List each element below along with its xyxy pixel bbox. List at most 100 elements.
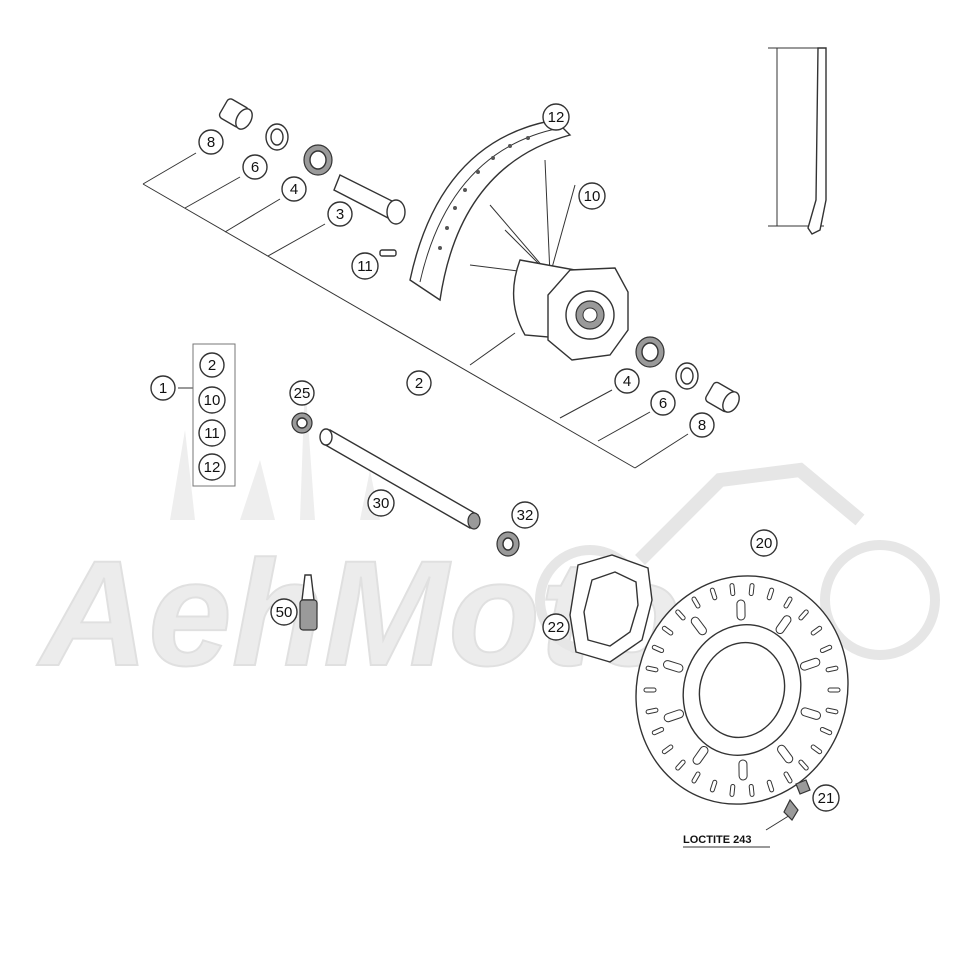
svg-text:4: 4 bbox=[623, 373, 631, 390]
part-hub bbox=[512, 259, 629, 361]
disc-spoke-cutout bbox=[800, 707, 822, 720]
callout-32: 32 bbox=[511, 501, 539, 529]
kit-bracket bbox=[192, 343, 236, 487]
leader-lines bbox=[142, 152, 796, 848]
disc-slot bbox=[661, 625, 674, 636]
part-axle-nut bbox=[496, 531, 520, 557]
disc-slot bbox=[825, 665, 839, 673]
callout-6-bottom: 6 bbox=[650, 390, 676, 416]
part-bearing-bottom bbox=[635, 336, 665, 368]
svg-text:6: 6 bbox=[251, 159, 259, 176]
callout-12: 12 bbox=[542, 103, 570, 131]
disc-slot bbox=[651, 644, 665, 654]
svg-text:8: 8 bbox=[698, 417, 706, 434]
disc-spoke-cutout bbox=[775, 615, 792, 635]
part-disc-screw bbox=[783, 779, 811, 821]
callout-11: 11 bbox=[351, 252, 379, 280]
callout-25: 25 bbox=[289, 380, 315, 406]
svg-text:1: 1 bbox=[159, 380, 167, 397]
disc-slot bbox=[643, 687, 657, 693]
part-spoke-nipple bbox=[379, 249, 397, 257]
disc-spoke-cutout bbox=[663, 709, 685, 723]
svg-text:22: 22 bbox=[548, 619, 565, 636]
disc-slot bbox=[645, 707, 659, 715]
disc-slot bbox=[729, 783, 736, 797]
callout-2: 2 bbox=[406, 370, 432, 396]
disc-spoke-cutout bbox=[799, 657, 821, 671]
disc-spoke-cutout bbox=[662, 660, 684, 673]
disc-slot bbox=[661, 744, 674, 755]
disc-slot bbox=[675, 759, 686, 771]
callout-50: 50 bbox=[270, 598, 298, 626]
callout-22: 22 bbox=[542, 613, 570, 641]
disc-slot bbox=[827, 687, 841, 693]
disc-slot bbox=[748, 583, 755, 597]
callout-21: 21 bbox=[812, 784, 840, 812]
loctite-note: LOCTITE 243 bbox=[683, 834, 751, 846]
disc-slot bbox=[766, 587, 775, 601]
callout-8-top: 8 bbox=[198, 129, 224, 155]
disc-slot bbox=[810, 744, 823, 755]
disc-slot bbox=[783, 596, 793, 609]
part-brake-disc bbox=[635, 575, 849, 805]
disc-slot bbox=[729, 583, 736, 597]
callout-3: 3 bbox=[327, 201, 353, 227]
disc-spoke-cutout bbox=[692, 745, 709, 765]
part-bearing-top bbox=[303, 144, 333, 176]
svg-text:30: 30 bbox=[373, 495, 390, 512]
svg-text:2: 2 bbox=[208, 357, 216, 374]
callout-4-bottom: 4 bbox=[614, 368, 640, 394]
svg-text:21: 21 bbox=[818, 790, 835, 807]
part-seal-25 bbox=[291, 412, 313, 434]
part-axle bbox=[319, 428, 481, 530]
disc-slot bbox=[645, 665, 659, 673]
disc-slot bbox=[675, 609, 686, 621]
svg-text:32: 32 bbox=[517, 507, 534, 524]
disc-slot bbox=[819, 644, 833, 654]
svg-text:8: 8 bbox=[207, 134, 215, 151]
svg-text:20: 20 bbox=[756, 535, 773, 552]
spoke-gauge bbox=[768, 47, 827, 235]
svg-text:12: 12 bbox=[548, 109, 565, 126]
disc-slot bbox=[709, 587, 718, 601]
svg-text:6: 6 bbox=[659, 395, 667, 412]
svg-text:10: 10 bbox=[204, 392, 221, 409]
part-spacer-bushing-bottom bbox=[705, 381, 740, 413]
svg-text:4: 4 bbox=[290, 181, 298, 198]
disc-slots bbox=[643, 583, 841, 797]
disc-slot bbox=[748, 783, 755, 797]
disc-slot bbox=[766, 779, 775, 793]
callout-30: 30 bbox=[367, 489, 395, 517]
disc-slot bbox=[825, 707, 839, 715]
callout-6-top: 6 bbox=[242, 154, 268, 180]
disc-spoke-cutout bbox=[690, 616, 707, 636]
watermark: AehMoto bbox=[35, 380, 940, 698]
disc-slot bbox=[783, 771, 793, 784]
svg-text:10: 10 bbox=[584, 188, 601, 205]
part-spacer-bushing-top bbox=[218, 98, 253, 130]
disc-slot bbox=[798, 759, 809, 771]
part-shaft-seal-top bbox=[265, 123, 289, 151]
disc-slot bbox=[798, 609, 809, 621]
kit-item-2: 2 bbox=[199, 352, 225, 378]
kit-item-10: 10 bbox=[198, 386, 226, 414]
kit-item-11: 11 bbox=[198, 419, 226, 447]
svg-text:50: 50 bbox=[276, 604, 293, 621]
disc-slot bbox=[651, 726, 665, 736]
disc-spoke-cutout bbox=[738, 759, 748, 781]
svg-text:11: 11 bbox=[357, 258, 373, 275]
disc-spoke-cutout bbox=[736, 599, 746, 621]
rim-spoke-holes bbox=[438, 136, 530, 250]
svg-text:12: 12 bbox=[204, 459, 221, 476]
part-loctite-bottle bbox=[299, 574, 318, 631]
part-shaft-seal-bottom bbox=[675, 362, 699, 390]
callout-8-bottom: 8 bbox=[689, 412, 715, 438]
callout-20: 20 bbox=[750, 529, 778, 557]
disc-slot bbox=[819, 726, 833, 736]
part-rotor-adapter bbox=[569, 554, 653, 663]
callout-1: 1 bbox=[150, 375, 176, 401]
svg-text:25: 25 bbox=[294, 385, 311, 402]
part-rim bbox=[409, 119, 572, 302]
svg-text:11: 11 bbox=[204, 425, 220, 442]
